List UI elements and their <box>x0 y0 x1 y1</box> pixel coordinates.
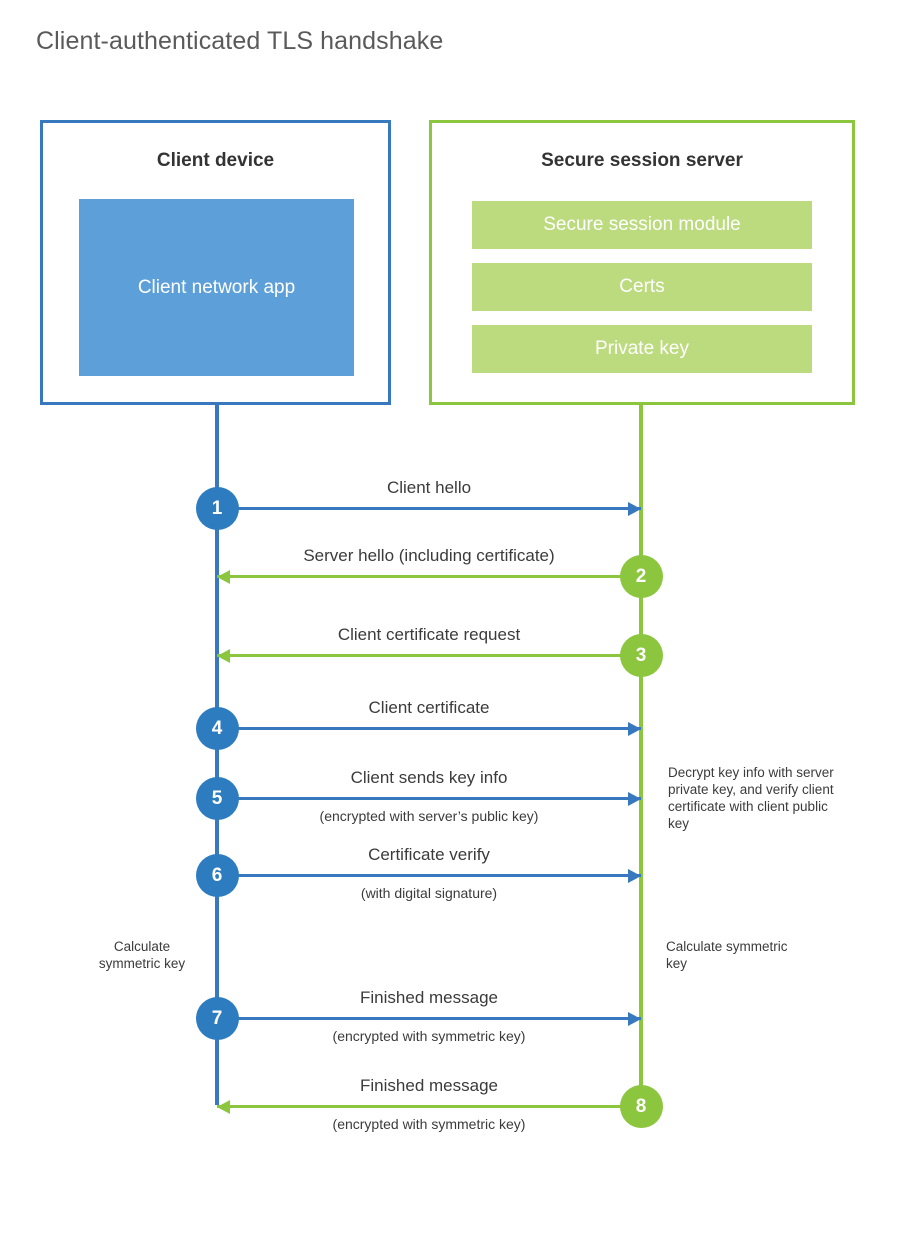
message-line-5 <box>217 797 641 800</box>
arrow-head-1 <box>628 501 641 516</box>
step-circle-8[interactable]: 8 <box>619 1085 663 1128</box>
message-sublabel-6: (with digital signature) <box>360 885 498 901</box>
arrow-head-6 <box>628 868 641 883</box>
secure-session-server-title: Secure session server <box>541 150 743 171</box>
server-component-secure-session-module: Secure session module <box>472 201 812 249</box>
arrow-head-7 <box>628 1011 641 1026</box>
message-label-4: Client certificate <box>368 698 490 717</box>
message-sublabel-7: (encrypted with symmetric key) <box>332 1028 526 1044</box>
step-circle-4[interactable]: 4 <box>195 707 239 750</box>
step-circle-5[interactable]: 5 <box>195 777 239 820</box>
message-label-8: Finished message <box>360 1076 498 1095</box>
server-component-certs: Certs <box>472 263 812 311</box>
server-component-private-key: Private key <box>472 325 812 373</box>
message-sublabel-8: (encrypted with symmetric key) <box>332 1116 526 1132</box>
arrow-head-3 <box>217 648 230 663</box>
client-device-box: Client device Client network app <box>40 120 391 405</box>
message-label-5: Client sends key info <box>350 768 508 787</box>
arrow-head-2 <box>217 569 230 584</box>
message-line-6 <box>217 874 641 877</box>
client-device-title: Client device <box>156 150 275 171</box>
secure-session-server-box: Secure session server Secure session mod… <box>429 120 855 405</box>
note-calculate-symmetric-key-server: Calculate symmetric key <box>666 939 788 971</box>
arrow-head-4 <box>628 721 641 736</box>
server-lifeline <box>639 405 643 1105</box>
note-calculate-symmetric-key-client: Calculate symmetric key <box>98 939 186 971</box>
message-sublabel-5: (encrypted with server’s public key) <box>319 808 539 824</box>
step-circle-1[interactable]: 1 <box>195 487 239 530</box>
message-line-2 <box>217 575 641 578</box>
client-network-app-block: Client network app <box>79 199 354 376</box>
message-label-1: Client hello <box>386 478 472 497</box>
page-title: Client-authenticated TLS handshake <box>36 27 444 55</box>
step-circle-6[interactable]: 6 <box>195 854 239 897</box>
step-circle-3[interactable]: 3 <box>619 634 663 677</box>
message-label-3: Client certificate request <box>337 625 521 644</box>
message-line-3 <box>217 654 641 657</box>
message-line-4 <box>217 727 641 730</box>
message-label-2: Server hello (including certificate) <box>303 546 555 565</box>
step-circle-2[interactable]: 2 <box>619 555 663 598</box>
message-line-8 <box>217 1105 641 1108</box>
note-decrypt-key-info: Decrypt key info with server private key… <box>668 765 834 831</box>
arrow-head-5 <box>628 791 641 806</box>
message-line-7 <box>217 1017 641 1020</box>
client-lifeline <box>215 405 219 1105</box>
arrow-head-8 <box>217 1099 230 1114</box>
message-label-7: Finished message <box>360 988 498 1007</box>
message-line-1 <box>217 507 641 510</box>
step-circle-7[interactable]: 7 <box>195 997 239 1040</box>
message-label-6: Certificate verify <box>368 845 490 864</box>
